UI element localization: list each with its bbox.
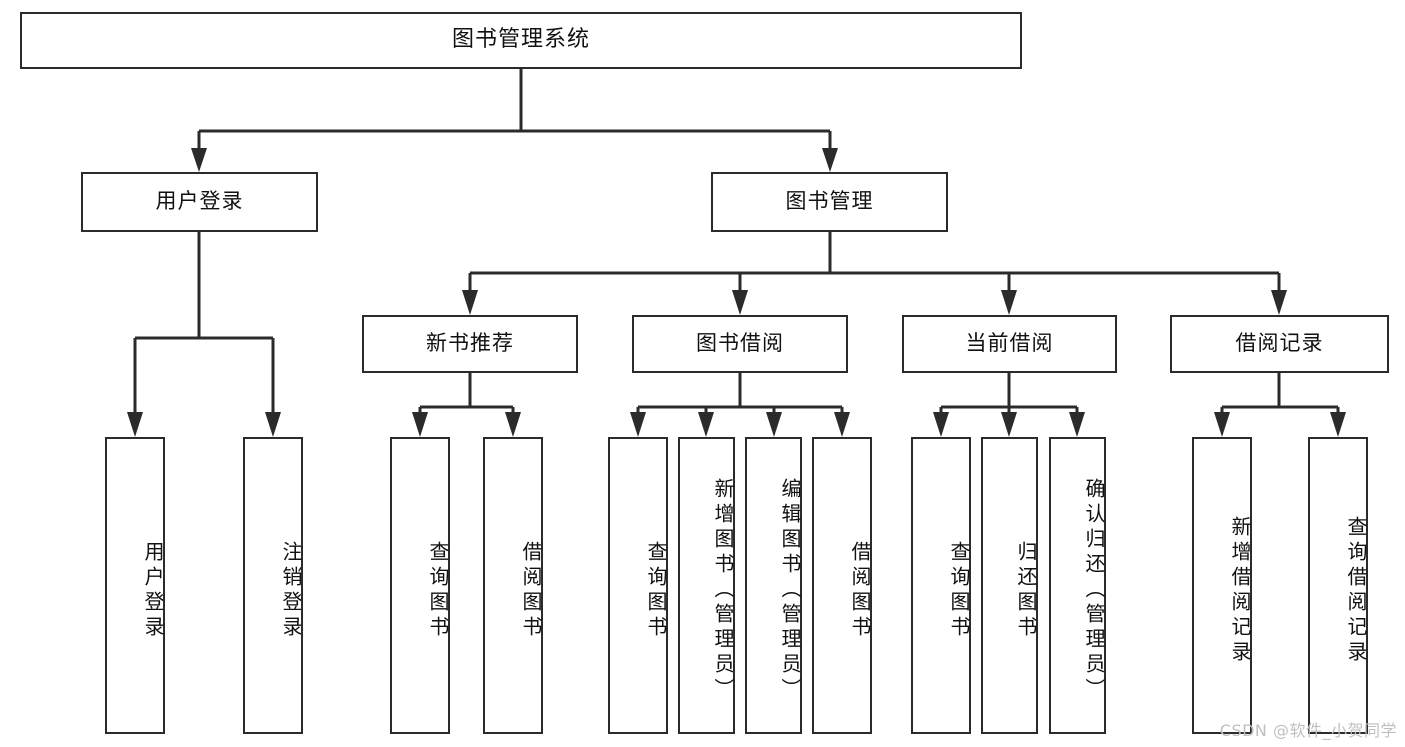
node-label: 图书借阅 (696, 331, 784, 356)
node-book-management[interactable]: 图书管理 (711, 172, 948, 232)
node-label: 图书管理 (785, 189, 874, 214)
leaf-book-borrow-borrow-book[interactable]: 借阅图书 (812, 437, 872, 734)
node-label: 编辑图书（管理员） (778, 478, 802, 703)
node-borrow-record[interactable]: 借阅记录 (1170, 315, 1389, 373)
leaf-book-borrow-add-book-admin[interactable]: 新增图书（管理员） (678, 437, 735, 734)
node-label: 确认归还（管理员） (1082, 478, 1106, 703)
leaf-current-borrow-return-book[interactable]: 归还图书 (981, 437, 1038, 734)
leaf-current-borrow-query-book[interactable]: 查询图书 (911, 437, 971, 734)
node-label: 借阅图书 (848, 540, 872, 641)
node-root-book-management-system[interactable]: 图书管理系统 (20, 12, 1022, 69)
node-current-borrow[interactable]: 当前借阅 (902, 315, 1117, 373)
node-label: 查询图书 (426, 540, 450, 641)
leaf-book-borrow-edit-book-admin[interactable]: 编辑图书（管理员） (745, 437, 802, 734)
node-label: 查询图书 (947, 540, 971, 641)
node-label: 借阅记录 (1235, 331, 1324, 356)
node-label: 新书推荐 (426, 331, 514, 356)
node-label: 借阅图书 (519, 540, 543, 641)
node-label: 当前借阅 (965, 331, 1054, 356)
node-user-login[interactable]: 用户登录 (81, 172, 318, 232)
leaf-current-borrow-confirm-return-admin[interactable]: 确认归还（管理员） (1049, 437, 1106, 734)
leaf-user-login-login[interactable]: 用户登录 (105, 437, 165, 734)
node-label: 归还图书 (1014, 540, 1038, 641)
leaf-borrow-record-add-record[interactable]: 新增借阅记录 (1192, 437, 1252, 734)
node-book-borrow[interactable]: 图书借阅 (632, 315, 848, 373)
leaf-book-borrow-query-book[interactable]: 查询图书 (608, 437, 668, 734)
node-label: 查询图书 (644, 540, 668, 641)
node-label: 新增借阅记录 (1228, 515, 1252, 666)
leaf-new-book-borrow-book[interactable]: 借阅图书 (483, 437, 543, 734)
node-label: 注销登录 (279, 540, 303, 641)
csdn-watermark: CSDN @软件_小贺同学 (1219, 721, 1397, 740)
leaf-user-login-logout[interactable]: 注销登录 (243, 437, 303, 734)
node-label: 图书管理系统 (451, 27, 590, 53)
node-label: 用户登录 (155, 189, 244, 214)
node-label: 查询借阅记录 (1344, 515, 1368, 666)
node-label: 用户登录 (141, 540, 165, 641)
node-new-book-recommend[interactable]: 新书推荐 (362, 315, 578, 373)
leaf-borrow-record-query-record[interactable]: 查询借阅记录 (1308, 437, 1368, 734)
leaf-new-book-query-book[interactable]: 查询图书 (390, 437, 450, 734)
node-label: 新增图书（管理员） (711, 478, 735, 703)
